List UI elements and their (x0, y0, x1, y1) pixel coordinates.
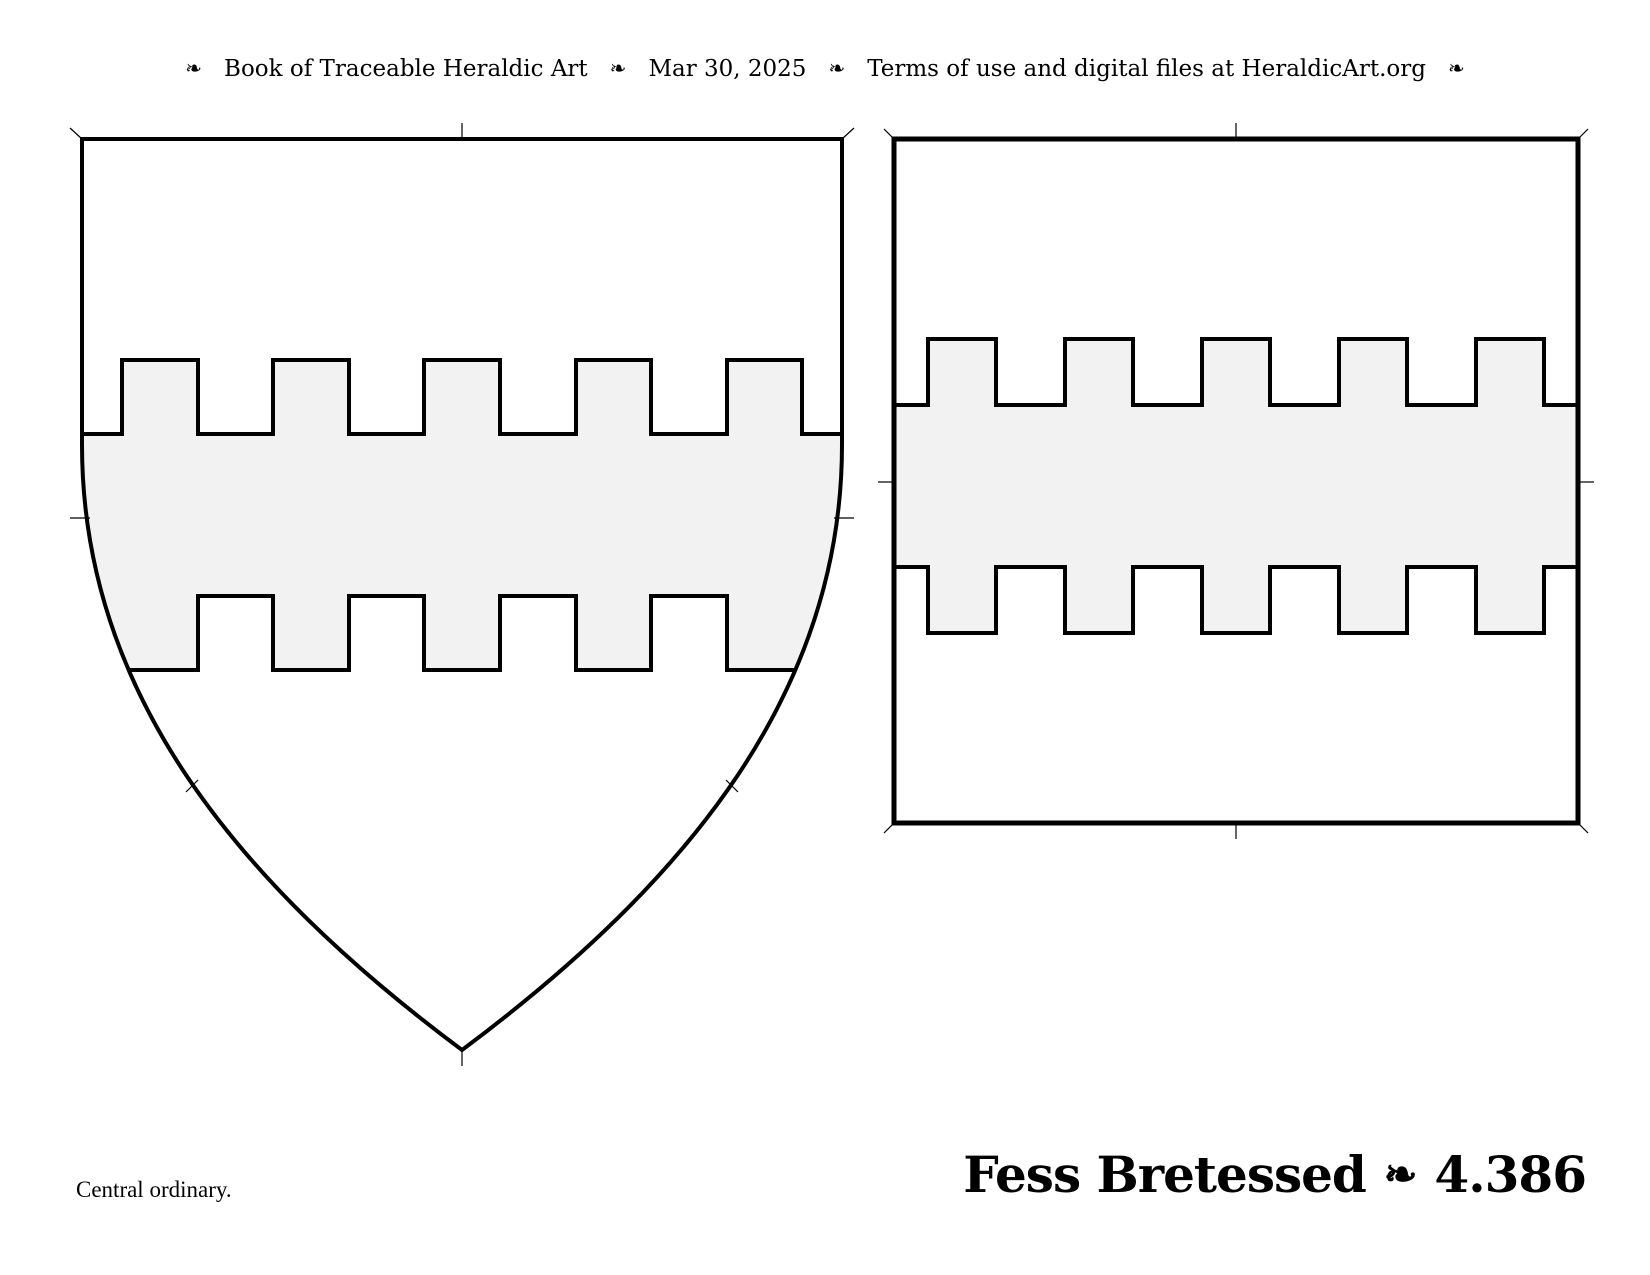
page-header: ❧ Book of Traceable Heraldic Art ❧ Mar 30, … (0, 56, 1650, 82)
publication-date: Mar 30, 2025 (648, 56, 807, 82)
plate-number: 4.386 (1434, 1145, 1587, 1204)
fess-bretessed-band (82, 358, 842, 672)
plate-title: Fess Bretessed ❧ 4.386 (963, 1145, 1587, 1204)
fleuron-icon: ❧ (609, 56, 627, 80)
fess-bretessed-band-square (892, 337, 1580, 635)
book-title: Book of Traceable Heraldic Art (224, 56, 588, 82)
fleuron-icon: ❧ (1383, 1151, 1418, 1198)
charge-name: Fess Bretessed (963, 1145, 1367, 1204)
shield-outline (80, 137, 844, 1053)
terms-link[interactable]: Terms of use and digital files at Herald… (867, 56, 1426, 82)
fleuron-icon: ❧ (1447, 56, 1465, 80)
shield-registration-marks (69, 123, 855, 1066)
fleuron-icon: ❧ (828, 56, 846, 80)
footnote: Central ordinary. (76, 1177, 232, 1202)
fleuron-icon: ❧ (185, 56, 203, 80)
shield-figure (69, 123, 855, 1066)
square-registration-marks (878, 123, 1594, 839)
square-figure (878, 123, 1594, 839)
